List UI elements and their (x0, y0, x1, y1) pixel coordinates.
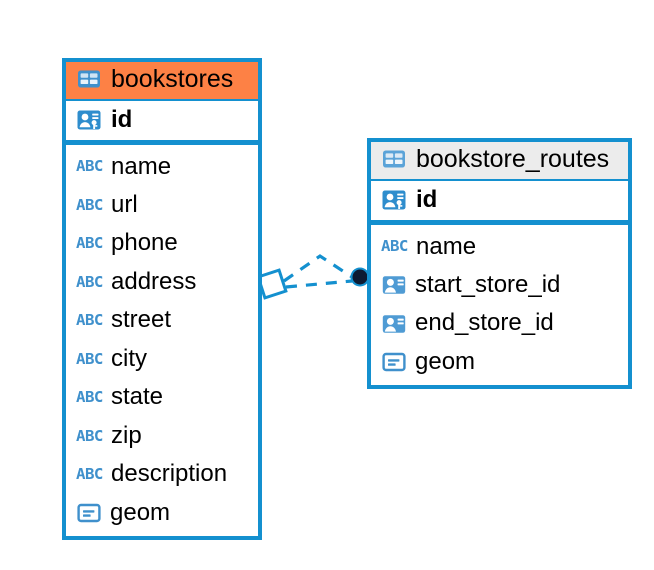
relationship-source-diamond-marker (256, 268, 288, 300)
field-row[interactable]: ABC zip (66, 417, 258, 455)
field-row[interactable]: ABC city (66, 340, 258, 378)
field-row[interactable]: geom (66, 494, 258, 532)
foreign-key-icon (381, 272, 407, 298)
entity-name-label: bookstore_routes (416, 145, 610, 173)
table-icon (76, 66, 102, 92)
field-row[interactable]: ABC name (371, 228, 628, 266)
relationship-line-start-store (283, 254, 356, 283)
text-type-icon: ABC (76, 157, 103, 176)
field-row[interactable]: geom (371, 343, 628, 381)
text-type-icon: ABC (381, 237, 408, 256)
field-label: geom (110, 498, 171, 526)
field-row-primary-key[interactable]: id (66, 98, 258, 145)
field-row[interactable]: end_store_id (371, 304, 628, 342)
primary-key-label: id (416, 185, 438, 213)
text-type-icon: ABC (76, 272, 103, 291)
text-type-icon: ABC (76, 195, 103, 214)
field-label: end_store_id (415, 309, 554, 337)
field-row[interactable]: ABC description (66, 455, 258, 493)
field-row-primary-key[interactable]: id (371, 178, 628, 225)
entity-header-bookstores[interactable]: bookstores (66, 62, 258, 99)
field-row[interactable]: ABC address (66, 263, 258, 301)
primary-key-icon (76, 107, 102, 133)
field-label: address (111, 267, 197, 295)
field-label: name (416, 232, 477, 260)
field-label: phone (111, 229, 178, 257)
foreign-key-icon (381, 311, 407, 337)
text-type-icon: ABC (76, 388, 103, 407)
text-type-icon: ABC (76, 426, 103, 445)
primary-key-icon (381, 187, 407, 213)
field-label: url (111, 190, 138, 218)
field-row[interactable]: ABC phone (66, 224, 258, 262)
geometry-type-icon (76, 500, 102, 526)
field-row[interactable]: ABC name (66, 148, 258, 186)
field-row[interactable]: ABC state (66, 378, 258, 416)
field-label: state (111, 383, 164, 411)
entity-header-bookstore-routes[interactable]: bookstore_routes (371, 142, 628, 179)
primary-key-label: id (111, 105, 133, 133)
field-label: name (111, 152, 172, 180)
field-label: geom (415, 347, 476, 375)
field-label: zip (111, 421, 142, 449)
field-label: description (111, 460, 228, 488)
text-type-icon: ABC (76, 311, 103, 330)
field-row[interactable]: ABC street (66, 301, 258, 339)
field-row[interactable]: ABC url (66, 186, 258, 224)
field-label: street (111, 306, 172, 334)
entity-name-label: bookstores (111, 65, 234, 93)
text-type-icon: ABC (76, 234, 103, 253)
field-label: start_store_id (415, 270, 561, 298)
geometry-type-icon (381, 349, 407, 375)
text-type-icon: ABC (76, 464, 103, 483)
text-type-icon: ABC (76, 349, 103, 368)
table-icon (381, 146, 407, 172)
field-row[interactable]: start_store_id (371, 266, 628, 304)
relationship-line-end-store (285, 279, 353, 289)
entity-table-bookstore-routes[interactable]: bookstore_routes id ABC name start_store_i… (367, 138, 632, 390)
field-label: city (111, 344, 147, 372)
